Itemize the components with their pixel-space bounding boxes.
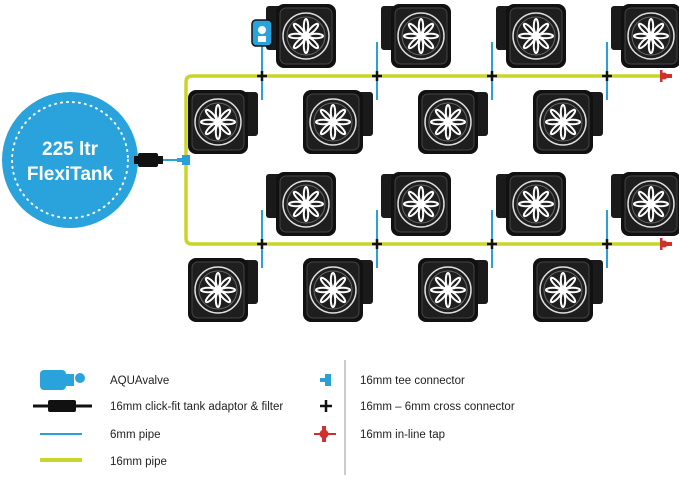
pot-11 — [495, 171, 567, 237]
pot-8 — [532, 89, 604, 155]
legend-label-6mm-pipe: 6mm pipe — [110, 429, 161, 441]
pot-row-4 — [187, 257, 604, 323]
aquavalve-icon — [40, 370, 85, 390]
pot-5 — [187, 89, 259, 155]
pot-16 — [532, 257, 604, 323]
aquavalve-unit — [251, 19, 273, 47]
pot-9 — [265, 171, 337, 237]
pot-3 — [495, 3, 567, 69]
pot-1 — [265, 3, 337, 69]
legend-label-16mm-pipe: 16mm pipe — [110, 456, 167, 468]
pot-4 — [610, 3, 679, 69]
pot-row-3 — [265, 171, 679, 237]
pot-13 — [187, 257, 259, 323]
tank-adaptor-filter — [134, 153, 163, 167]
tank-adaptor-icon — [33, 400, 92, 412]
tank-capacity-label: 225 ltr — [42, 139, 99, 160]
tee-connector-icon — [320, 374, 331, 386]
pot-12 — [610, 171, 679, 237]
16mm-pipe-network — [184, 74, 660, 246]
pot-7 — [417, 89, 489, 155]
legend-label-aquavalve: AQUAvalve — [110, 375, 169, 387]
pot-2 — [380, 3, 452, 69]
pot-14 — [302, 257, 374, 323]
legend-label-cross-connector: 16mm – 6mm cross connector — [360, 401, 515, 413]
tee-connector — [177, 155, 190, 165]
legend-label-tee-connector: 16mm tee connector — [360, 375, 465, 387]
pot-10 — [380, 171, 452, 237]
legend-label-inline-tap: 16mm in-line tap — [360, 429, 445, 441]
pot-15 — [417, 257, 489, 323]
pot-row-2 — [187, 89, 604, 155]
pot-row-1 — [265, 3, 679, 69]
inline-tap-icon — [314, 426, 336, 442]
inline-taps — [660, 70, 672, 250]
flexitank: 225 ltr FlexiTank — [2, 92, 138, 228]
legend-label-tank-adaptor: 16mm click-fit tank adaptor & filter — [110, 401, 283, 413]
legend: AQUAvalve 16mm click-fit tank adaptor & … — [33, 360, 515, 475]
cross-connector-icon — [320, 400, 332, 412]
tank-name-label: FlexiTank — [27, 164, 114, 185]
pot-6 — [302, 89, 374, 155]
